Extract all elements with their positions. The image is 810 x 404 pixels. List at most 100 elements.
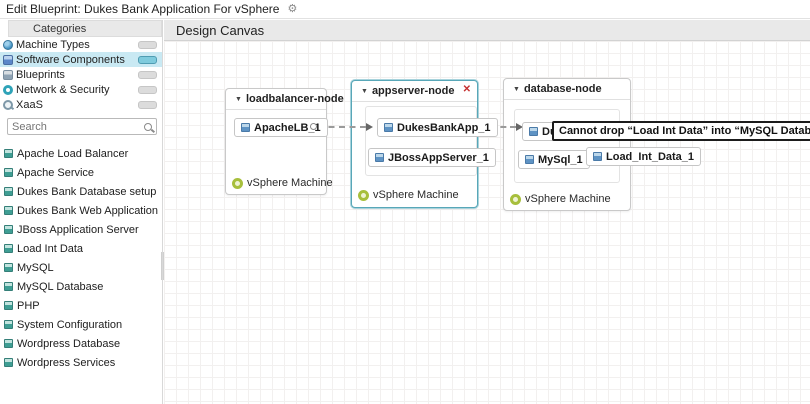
chevron-down-icon[interactable]: ▼ — [361, 87, 368, 95]
node-item-label: ApacheLB_1 — [254, 121, 321, 134]
node-item-label: DukesBankApp_1 — [397, 121, 491, 134]
chevron-down-icon[interactable]: ▼ — [513, 85, 520, 93]
category-label: Network & Security — [16, 83, 110, 96]
category-label: Blueprints — [16, 68, 65, 81]
component-wordpress-services[interactable]: Wordpress Services — [2, 353, 162, 372]
component-apache-service[interactable]: Apache Service — [2, 163, 162, 182]
search-input[interactable] — [12, 120, 144, 133]
node-inner-container — [365, 106, 477, 176]
component-icon — [4, 168, 13, 177]
component-dukes-bank-web-application[interactable]: Dukes Bank Web Application — [2, 201, 162, 220]
component-label: PHP — [17, 299, 40, 312]
node-item-jbossappserver[interactable]: JBossAppServer_1 — [368, 148, 496, 167]
category-label: XaaS — [16, 98, 43, 111]
machine-footer: vSphere Machine — [510, 193, 611, 205]
node-item-label: Load_Int_Data_1 — [606, 150, 695, 163]
component-system-configuration[interactable]: System Configuration — [2, 315, 162, 334]
component-label: MySQL Database — [17, 280, 104, 293]
gear-icon[interactable]: ⚙ — [287, 2, 298, 15]
component-icon — [4, 244, 13, 253]
software-component-icon — [241, 123, 250, 132]
component-wordpress-database[interactable]: Wordpress Database — [2, 334, 162, 353]
sidebar-item-blueprints[interactable]: Blueprints — [0, 67, 162, 82]
component-mysql[interactable]: MySQL — [2, 258, 162, 277]
design-canvas[interactable]: ▼ loadbalancer-node ApacheLB_1 vSphere M… — [164, 41, 810, 404]
page-header: Edit Blueprint: Dukes Bank Application F… — [0, 0, 810, 19]
node-database[interactable]: ▼ database-node Du MySql_1 Load_Int_Data… — [503, 78, 702, 211]
panel-splitter-handle[interactable] — [161, 252, 164, 280]
node-item-apachelb[interactable]: ApacheLB_1 — [234, 118, 328, 137]
category-label: Software Components — [16, 53, 125, 66]
sidebar-item-software-components[interactable]: Software Components — [0, 52, 162, 67]
component-icon — [4, 149, 13, 158]
component-icon — [4, 263, 13, 272]
chevron-down-icon[interactable]: ▼ — [235, 95, 242, 103]
software-component-icon — [375, 153, 384, 162]
component-dukes-bank-database-setup[interactable]: Dukes Bank Database setup — [2, 182, 162, 201]
machine-label: vSphere Machine — [373, 189, 459, 201]
category-badge — [138, 55, 157, 64]
component-icon — [4, 282, 13, 291]
component-icon — [4, 339, 13, 348]
node-item-label: JBossAppServer_1 — [388, 151, 489, 164]
connector-dot[interactable] — [310, 123, 317, 130]
component-jboss-application-server[interactable]: JBoss Application Server — [2, 220, 162, 239]
vsphere-machine-icon — [232, 177, 243, 189]
software-component-icon — [525, 155, 534, 164]
connection-line — [318, 126, 366, 128]
node-item-load-int-data[interactable]: Load_Int_Data_1 — [586, 147, 702, 166]
component-icon — [4, 187, 13, 196]
machine-footer: vSphere Machine — [358, 189, 459, 201]
design-canvas-header: Design Canvas — [164, 20, 810, 41]
machine-types-icon — [3, 39, 13, 50]
component-label: Wordpress Database — [17, 337, 121, 350]
node-title-bar[interactable]: ▼ loadbalancer-node — [226, 89, 344, 110]
category-badge — [138, 100, 157, 109]
drop-error-tooltip: Cannot drop “Load Int Data” into “MySQL … — [552, 121, 810, 141]
component-label: Dukes Bank Database setup — [17, 185, 157, 198]
machine-label: vSphere Machine — [247, 177, 333, 189]
component-list: Apache Load Balancer Apache Service Duke… — [0, 139, 162, 372]
sidebar-item-network-security[interactable]: Network & Security — [0, 82, 162, 97]
category-label: Machine Types — [16, 38, 90, 51]
sidebar-item-xaas[interactable]: XaaS — [0, 97, 162, 112]
machine-footer: vSphere Machine — [232, 177, 333, 189]
node-title-bar[interactable]: ▼ database-node — [504, 79, 630, 100]
node-loadbalancer[interactable]: ▼ loadbalancer-node ApacheLB_1 vSphere M… — [225, 88, 344, 195]
component-mysql-database[interactable]: MySQL Database — [2, 277, 162, 296]
network-security-icon — [3, 84, 13, 95]
page-title: Edit Blueprint: Dukes Bank Application F… — [6, 2, 280, 16]
vsphere-machine-icon — [510, 193, 521, 205]
component-label: System Configuration — [17, 318, 123, 331]
category-badge — [138, 40, 157, 49]
component-load-int-data[interactable]: Load Int Data — [2, 239, 162, 258]
close-icon[interactable]: ✕ — [462, 84, 471, 95]
node-item-mysql[interactable]: MySql_1 — [518, 150, 590, 169]
component-icon — [4, 320, 13, 329]
node-title: database-node — [523, 83, 602, 95]
node-title-bar[interactable]: ▼ appserver-node — [352, 81, 477, 102]
search-box — [7, 118, 157, 135]
arrow-right-icon — [516, 123, 523, 131]
component-icon — [4, 301, 13, 310]
node-item-dukesbankapp[interactable]: DukesBankApp_1 — [377, 118, 498, 137]
software-component-icon — [529, 127, 538, 136]
blueprints-icon — [3, 69, 13, 80]
xaas-icon — [3, 99, 13, 110]
vsphere-machine-icon — [358, 189, 369, 201]
software-component-icon — [593, 152, 602, 161]
component-label: JBoss Application Server — [17, 223, 139, 236]
node-appserver[interactable]: ▼ appserver-node ✕ DukesBankApp_1 JBossA… — [351, 80, 498, 208]
sidebar-item-machine-types[interactable]: Machine Types — [0, 37, 162, 52]
component-apache-load-balancer[interactable]: Apache Load Balancer — [2, 144, 162, 163]
search-icon[interactable] — [144, 122, 152, 131]
component-php[interactable]: PHP — [2, 296, 162, 315]
node-title: appserver-node — [371, 85, 455, 97]
component-label: MySQL — [17, 261, 54, 274]
component-label: Wordpress Services — [17, 356, 116, 369]
software-components-icon — [3, 54, 13, 65]
category-badge — [138, 70, 157, 79]
arrow-right-icon — [366, 123, 373, 131]
categories-header: Categories — [8, 20, 162, 37]
node-title: loadbalancer-node — [245, 93, 344, 105]
